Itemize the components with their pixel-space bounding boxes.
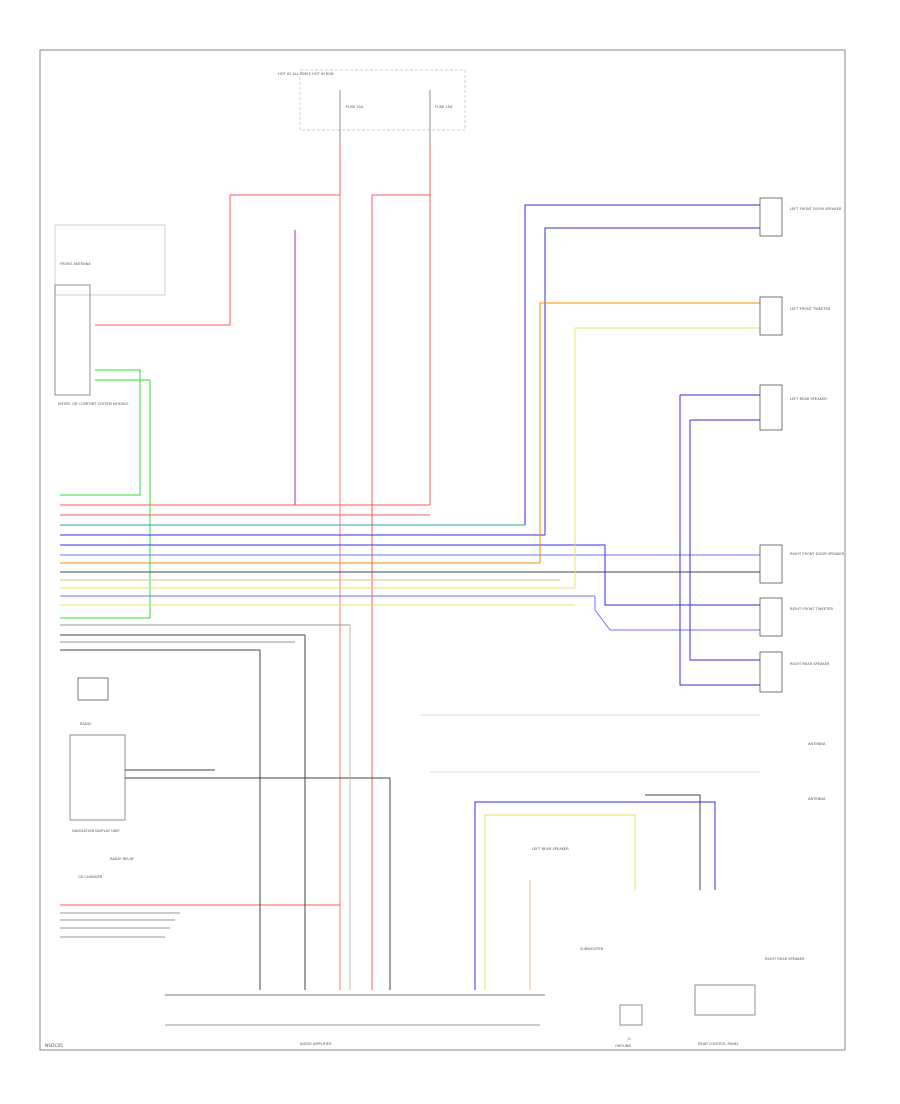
module-left-label: ENTER. OR COMFORT SYSTEM MODULE xyxy=(58,402,129,406)
right-speaker-5-label: RIGHT FRONT TWEETER xyxy=(790,607,834,611)
nav-unit-label: NAVIGATION DISPLAY UNIT xyxy=(72,829,121,833)
bottom-left-wires xyxy=(60,625,391,990)
ground-label: GROUND xyxy=(615,1044,631,1048)
right-speaker-3-label: LEFT REAR SPEAKER xyxy=(790,397,827,401)
amp-label: AUDIO AMPLIFIER xyxy=(300,1042,332,1046)
fuse-b-label: FUSE 15A xyxy=(435,105,453,109)
left-rear-label: LEFT REAR SPEAKER xyxy=(532,847,569,851)
left-module-block: ENTER. OR COMFORT SYSTEM MODULE xyxy=(54,284,129,406)
g-label: G xyxy=(628,1037,631,1041)
cd-changer-label: CD CHANGER xyxy=(78,875,103,879)
harness-right xyxy=(524,204,760,686)
rear-control-label: REAR CONTROL PANEL xyxy=(698,1042,739,1046)
fuse-box-label: HOT AT ALL TIMES HOT IN RUN xyxy=(278,72,334,76)
wire-green-1 xyxy=(60,369,141,496)
radio-block: RADIO NAVIGATION DISPLAY UNIT CD CHANGER… xyxy=(69,677,390,879)
antenna-right: ANTENNA ANTENNA xyxy=(420,714,826,801)
right-speaker-4-label: RIGHT FRONT DOOR SPEAKER xyxy=(790,552,845,556)
antenna-2-label: ANTENNA xyxy=(808,797,826,801)
wire-red-power xyxy=(95,145,341,326)
right-speaker-2-label: LEFT FRONT TWEETER xyxy=(790,307,831,311)
diagram-code: NSDC05 xyxy=(45,1043,63,1049)
harness-horizontal xyxy=(60,504,645,651)
diagram-frame xyxy=(39,49,846,1051)
right-rear-label: RIGHT REAR SPEAKER xyxy=(765,957,805,961)
right-speaker-1-label: LEFT FRONT DOOR SPEAKER xyxy=(790,207,842,211)
right-speaker-6-label: RIGHT REAR SPEAKER xyxy=(790,662,830,666)
antenna-1-label: ANTENNA xyxy=(808,742,826,746)
subwoofer-label: SUBWOOFER xyxy=(580,947,604,951)
radio-relay-label: RADIO RELAY xyxy=(110,857,135,861)
fuse-a-label: FUSE 10A xyxy=(346,105,364,109)
bottom-right-wires: LEFT REAR SPEAKER SUBWOOFER RIGHT REAR S… xyxy=(474,794,805,1048)
right-speakers: LEFT FRONT DOOR SPEAKER LEFT FRONT TWEET… xyxy=(759,197,845,693)
amp-connector: AUDIO AMPLIFIER xyxy=(165,994,545,1046)
top-fuse-box: HOT AT ALL TIMES HOT IN RUN FUSE 10A FUS… xyxy=(278,69,466,145)
radio-label: RADIO xyxy=(80,722,92,726)
wire-green-2 xyxy=(60,379,151,619)
wire-red-power-2 xyxy=(371,145,431,990)
front-antenna-label: FRONT ANTENNA xyxy=(60,262,91,266)
front-antenna-block: FRONT ANTENNA xyxy=(54,224,166,296)
